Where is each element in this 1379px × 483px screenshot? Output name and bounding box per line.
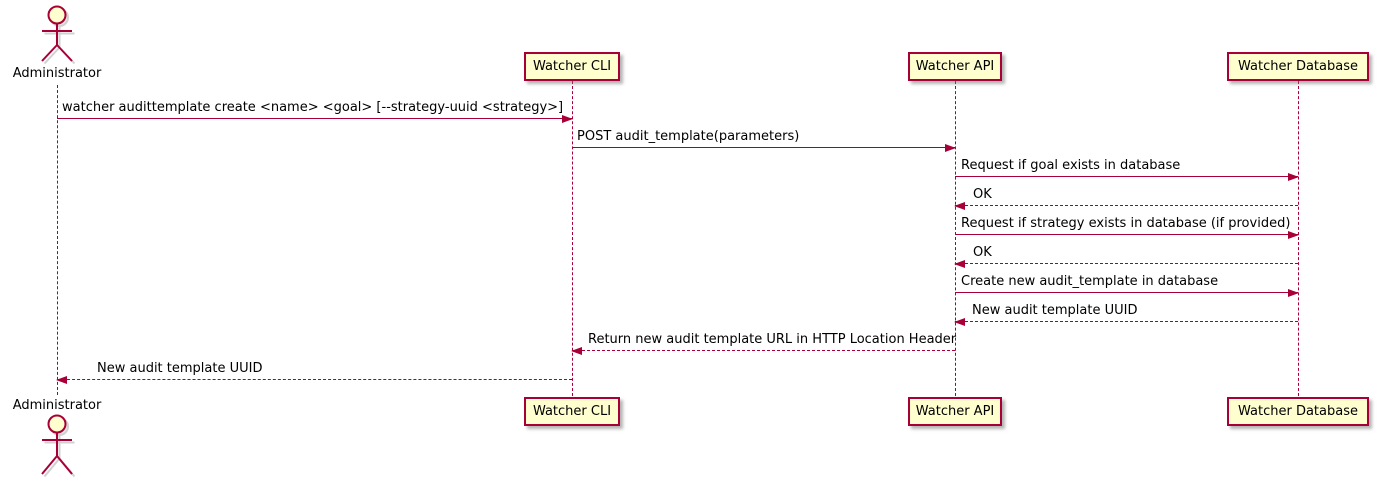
lifeline-watcher-api bbox=[955, 81, 956, 396]
lifeline-administrator bbox=[57, 85, 58, 395]
arrowhead-left-icon bbox=[954, 202, 965, 210]
participant-box-watcher-database-top: Watcher Database bbox=[1227, 52, 1369, 81]
message-strategy-ok: OK bbox=[954, 244, 1298, 268]
message-line bbox=[572, 147, 955, 148]
participant-box-watcher-cli-top: Watcher CLI bbox=[524, 52, 620, 81]
message-label: POST audit_template(parameters) bbox=[577, 129, 800, 144]
message-line bbox=[57, 118, 572, 119]
message-label: OK bbox=[973, 187, 992, 202]
message-line bbox=[955, 176, 1298, 177]
message-label: New audit template UUID bbox=[972, 303, 1138, 318]
arrowhead-right-icon bbox=[562, 115, 573, 123]
message-create-audittemplate-cmd: watcher audittemplate create <name> <goa… bbox=[57, 99, 573, 123]
administrator-actor-icon bbox=[41, 5, 76, 65]
message-line bbox=[955, 321, 1298, 322]
actor-label-administrator-bottom: Administrator bbox=[12, 398, 102, 413]
message-return-url-location-header: Return new audit template URL in HTTP Lo… bbox=[571, 331, 957, 355]
message-line bbox=[955, 205, 1298, 206]
arrowhead-left-icon bbox=[571, 347, 582, 355]
message-line bbox=[572, 350, 955, 351]
message-post-audit-template: POST audit_template(parameters) bbox=[572, 128, 956, 152]
message-label: OK bbox=[973, 245, 992, 260]
arrowhead-left-icon bbox=[954, 260, 965, 268]
administrator-actor-icon-bottom bbox=[41, 414, 76, 478]
message-label: Create new audit_template in database bbox=[961, 274, 1219, 289]
lifeline-watcher-cli bbox=[572, 81, 573, 396]
arrowhead-right-icon bbox=[1288, 173, 1299, 181]
message-label: Request if goal exists in database bbox=[961, 158, 1181, 173]
arrowhead-right-icon bbox=[945, 144, 956, 152]
message-new-audit-template-uuid-admin: New audit template UUID bbox=[56, 360, 572, 384]
participant-box-watcher-api-bottom: Watcher API bbox=[908, 397, 1002, 426]
participant-box-watcher-database-bottom: Watcher Database bbox=[1227, 397, 1369, 426]
message-line bbox=[57, 379, 572, 380]
participant-box-watcher-cli-bottom: Watcher CLI bbox=[524, 397, 620, 426]
message-line bbox=[955, 292, 1298, 293]
message-line bbox=[955, 234, 1298, 235]
message-label: Request if strategy exists in database (… bbox=[961, 216, 1291, 231]
message-label: New audit template UUID bbox=[97, 361, 263, 376]
message-label: Return new audit template URL in HTTP Lo… bbox=[588, 332, 957, 347]
arrowhead-right-icon bbox=[1288, 231, 1299, 239]
message-request-goal-exists: Request if goal exists in database bbox=[955, 157, 1299, 181]
message-create-audit-template-db: Create new audit_template in database bbox=[955, 273, 1299, 297]
message-request-strategy-exists: Request if strategy exists in database (… bbox=[955, 215, 1299, 239]
message-new-audit-template-uuid-db: New audit template UUID bbox=[954, 302, 1298, 326]
message-label: watcher audittemplate create <name> <goa… bbox=[62, 100, 564, 115]
message-goal-ok: OK bbox=[954, 186, 1298, 210]
actor-label-administrator-top: Administrator bbox=[12, 66, 102, 81]
arrowhead-left-icon bbox=[954, 318, 965, 326]
participant-box-watcher-api-top: Watcher API bbox=[908, 52, 1002, 81]
message-line bbox=[955, 263, 1298, 264]
arrowhead-left-icon bbox=[56, 376, 67, 384]
arrowhead-right-icon bbox=[1288, 289, 1299, 297]
